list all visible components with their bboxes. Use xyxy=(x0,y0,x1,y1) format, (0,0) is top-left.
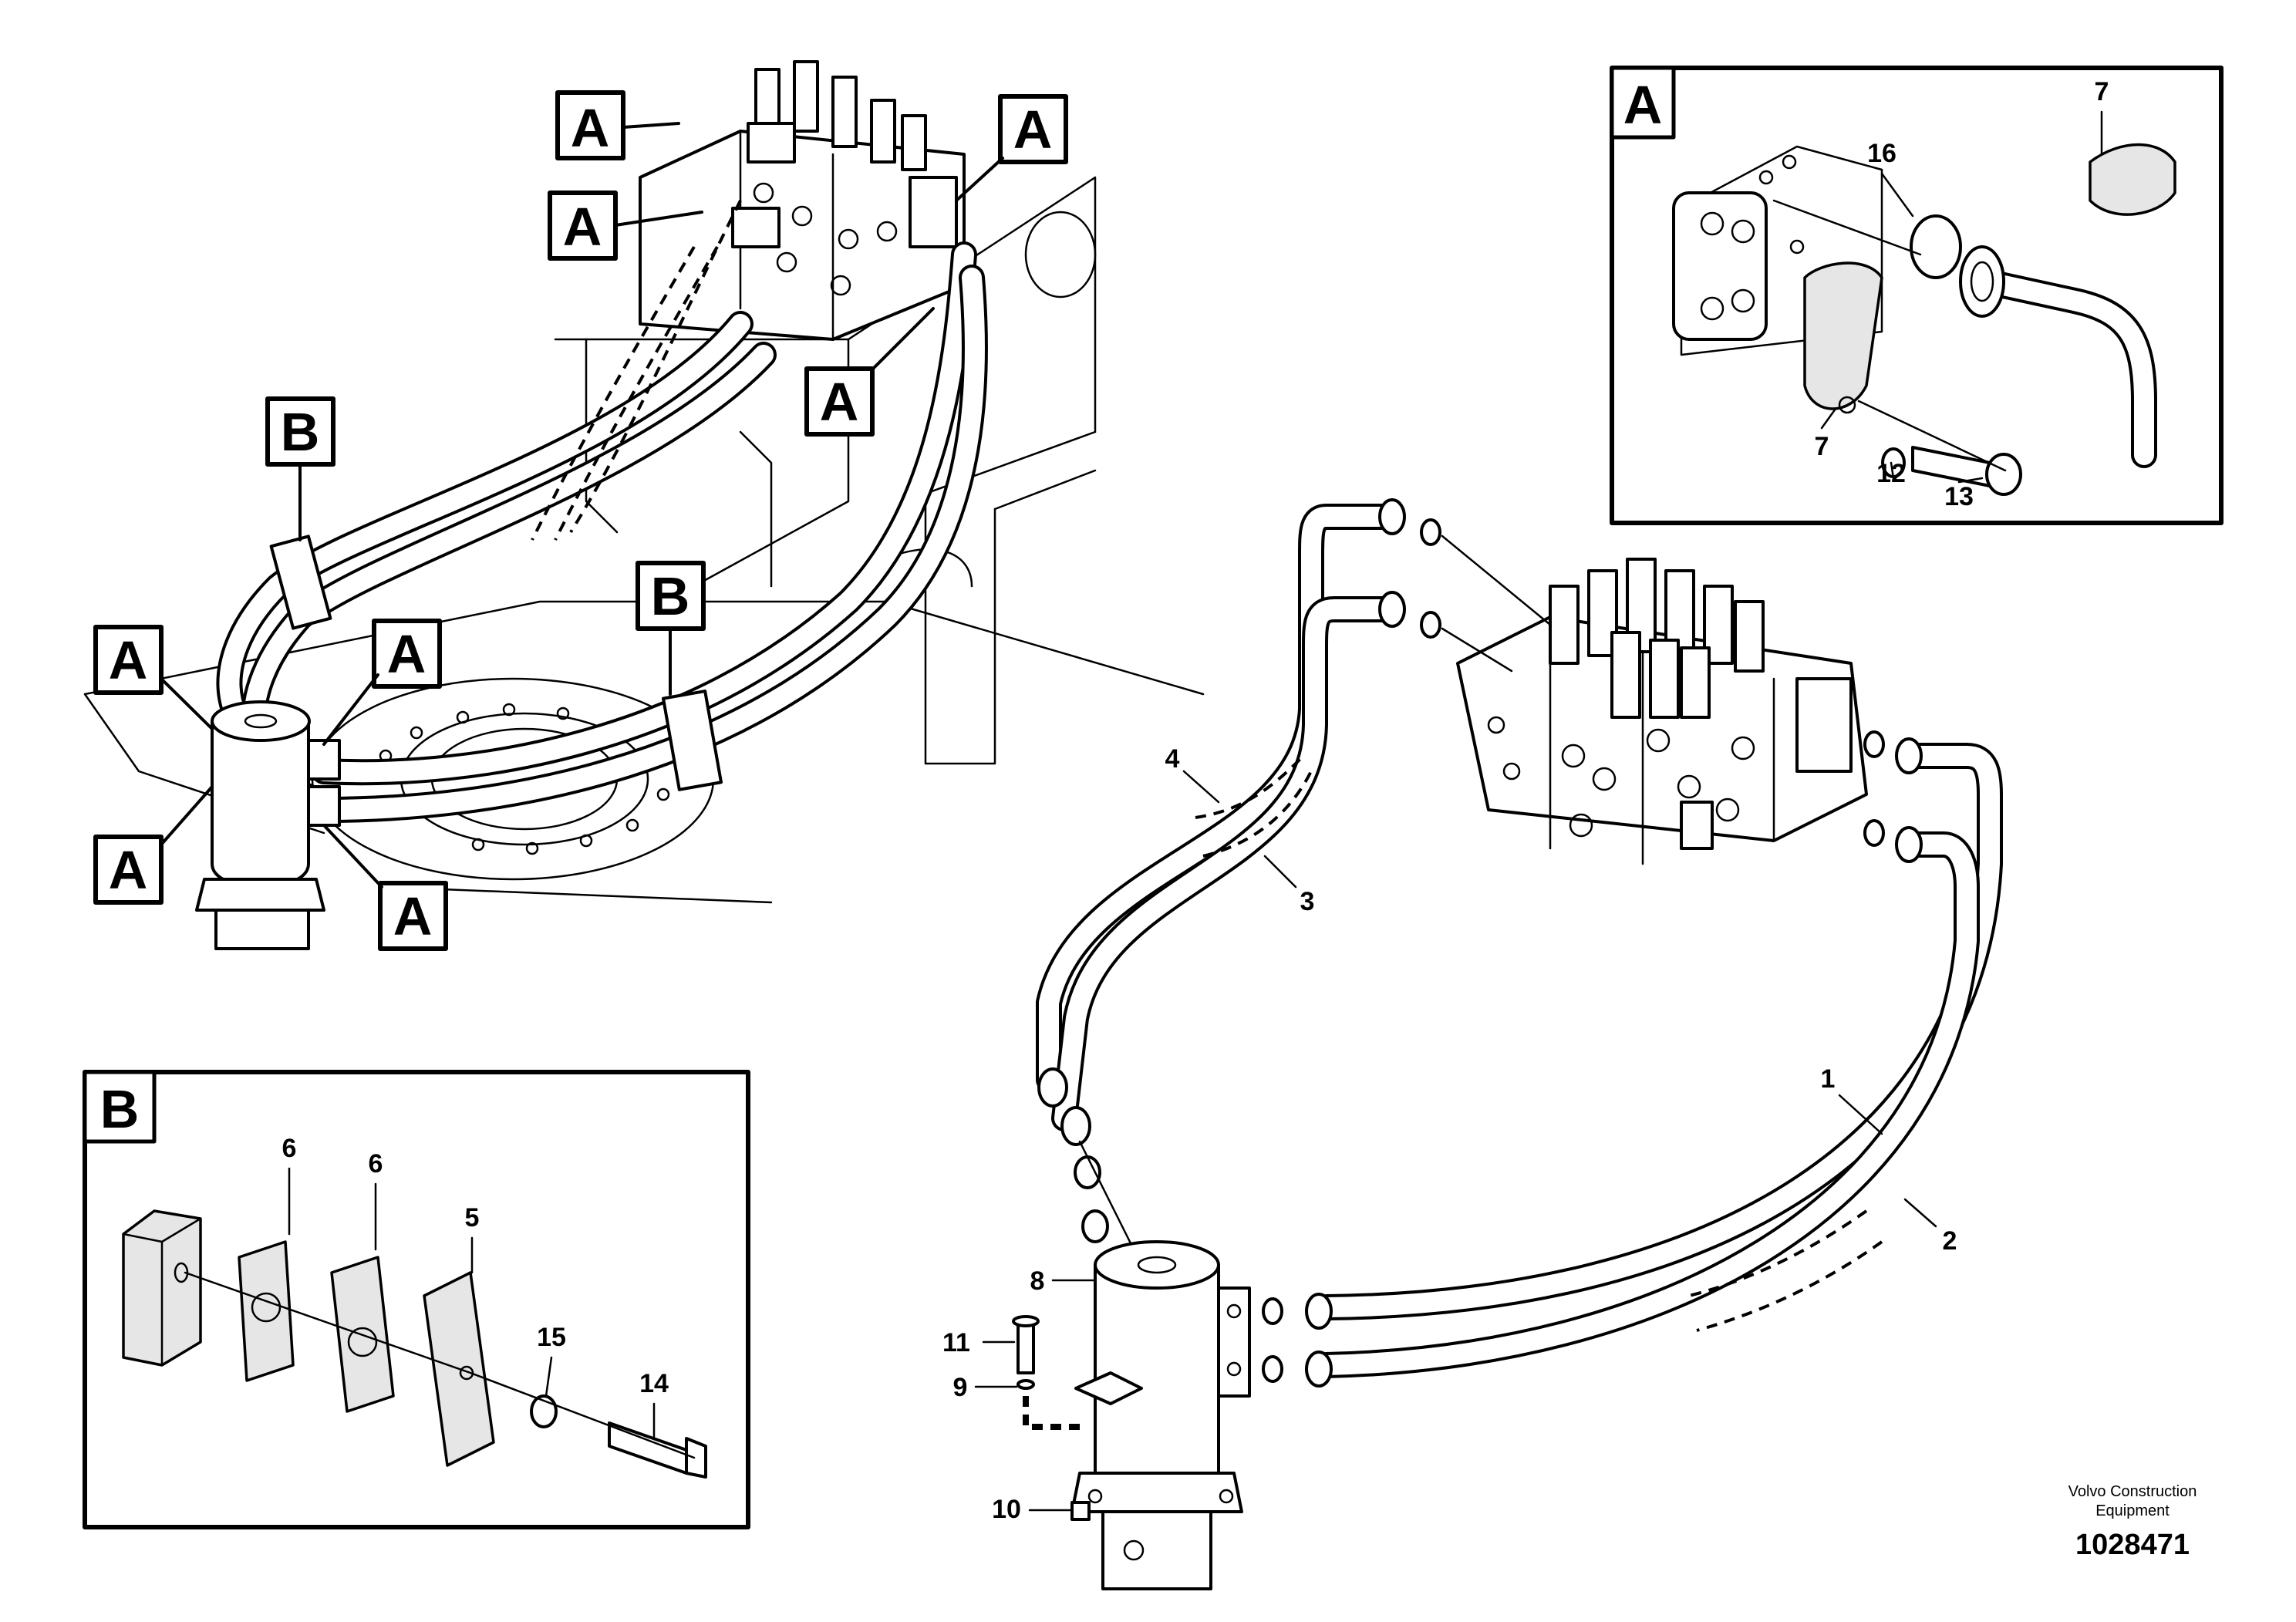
overview-swivel-joint xyxy=(195,700,341,950)
detail-a-oring xyxy=(1910,214,1962,279)
hoses-1-2 xyxy=(1262,730,2003,1388)
detail-a-pipe xyxy=(1959,245,2157,468)
marker-a-8: A xyxy=(393,886,433,946)
detail-a-box: A xyxy=(1610,66,2224,525)
detail-a-split-flange-lower xyxy=(1803,261,1883,414)
callout-5: 5 xyxy=(465,1203,480,1233)
callout-2: 2 xyxy=(1943,1226,1957,1256)
marker-a-3: A xyxy=(1013,99,1053,160)
control-valve-exploded xyxy=(1456,558,1868,865)
marker-a-7: A xyxy=(109,840,148,900)
detail-a-valve-block xyxy=(1672,145,1883,356)
detail-b-box: B 6 6 5 15 xyxy=(83,1070,750,1529)
callout-8: 8 xyxy=(1030,1266,1045,1296)
callout-16: 16 xyxy=(1867,139,1896,168)
callout-13: 13 xyxy=(1944,482,1974,511)
overview-clamp-blocks xyxy=(269,534,723,791)
detail-b-bolt xyxy=(608,1421,707,1479)
callout-15: 15 xyxy=(537,1323,566,1352)
callout-3: 3 xyxy=(1300,887,1315,916)
callout-4: 4 xyxy=(1165,744,1180,774)
detail-a-label: A xyxy=(1623,75,1663,135)
detail-a-bolt xyxy=(1911,446,2022,496)
callout-7-upper: 7 xyxy=(2095,77,2109,106)
detail-b-bracket-block xyxy=(122,1209,202,1367)
callout-1: 1 xyxy=(1821,1064,1836,1094)
marker-b-1: B xyxy=(281,402,320,462)
exploded-assembly: 4 3 1 2 8 11 9 10 xyxy=(942,498,2003,1590)
overview-assembly xyxy=(83,60,1205,950)
callout-9: 9 xyxy=(953,1373,968,1402)
control-valve-top xyxy=(639,60,966,341)
callout-10: 10 xyxy=(992,1495,1021,1524)
marker-a-1: A xyxy=(571,98,610,158)
callout-11: 11 xyxy=(942,1328,970,1357)
detail-a-split-flange-upper xyxy=(2089,143,2176,216)
marker-a-4: A xyxy=(820,372,859,432)
callout-7-lower: 7 xyxy=(1815,432,1829,461)
callout-6-left: 6 xyxy=(282,1134,297,1163)
overview-view-markers: A A A A B B A A A A xyxy=(93,90,1068,951)
swivel-joint-exploded xyxy=(1070,1240,1251,1590)
callout-14: 14 xyxy=(639,1369,669,1398)
detail-b-label: B xyxy=(100,1079,140,1139)
hoses-3-4 xyxy=(1036,498,1552,1251)
credit-line-1: Volvo Construction xyxy=(2068,1483,2197,1500)
swivel-plug-screw xyxy=(1070,1501,1091,1521)
callout-6-right: 6 xyxy=(369,1149,383,1179)
marker-a-5: A xyxy=(109,630,148,690)
drawing-credit: Volvo Construction Equipment 1028471 xyxy=(2068,1483,2197,1561)
marker-b-2: B xyxy=(651,566,690,626)
swivel-lock-screw xyxy=(1012,1315,1080,1430)
marker-a-6: A xyxy=(387,624,426,684)
detail-b-clamp-half-1 xyxy=(238,1240,295,1382)
marker-a-2: A xyxy=(563,197,602,257)
figure-reference-number: 1028471 xyxy=(2075,1529,2190,1561)
credit-line-2: Equipment xyxy=(2095,1502,2170,1519)
